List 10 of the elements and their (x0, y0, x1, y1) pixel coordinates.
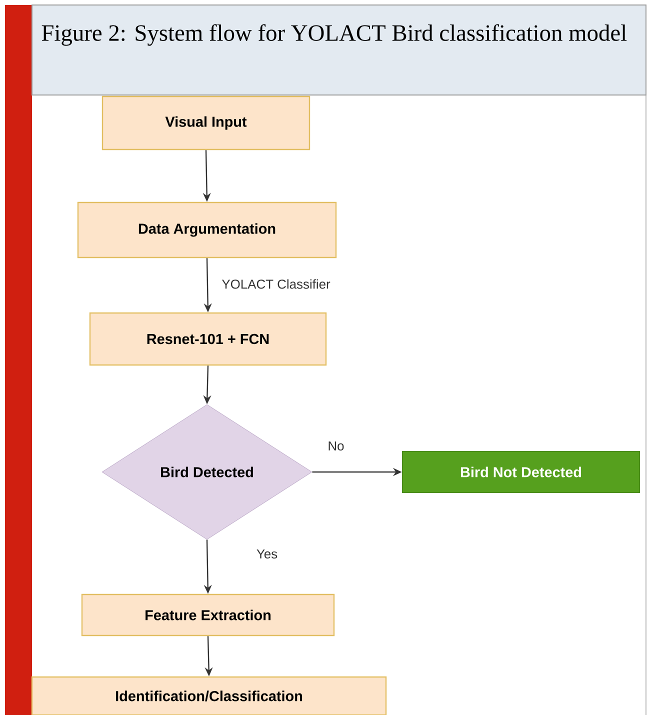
edge-label: No (326, 440, 346, 452)
edge-label: YOLACT Classifier (220, 278, 332, 290)
process-box: Resnet-101 + FCN (89, 312, 327, 366)
result-box: Bird Not Detected (402, 451, 640, 493)
process-box: Visual Input (102, 96, 310, 150)
edge-label: Yes (254, 548, 280, 560)
process-box: Identification/Classification (31, 676, 387, 715)
title-panel: Figure 2: System flow for YOLACT Bird classification model (32, 4, 646, 96)
process-box: Feature Extraction (81, 594, 335, 636)
process-box: Data Argumentation (77, 202, 337, 258)
